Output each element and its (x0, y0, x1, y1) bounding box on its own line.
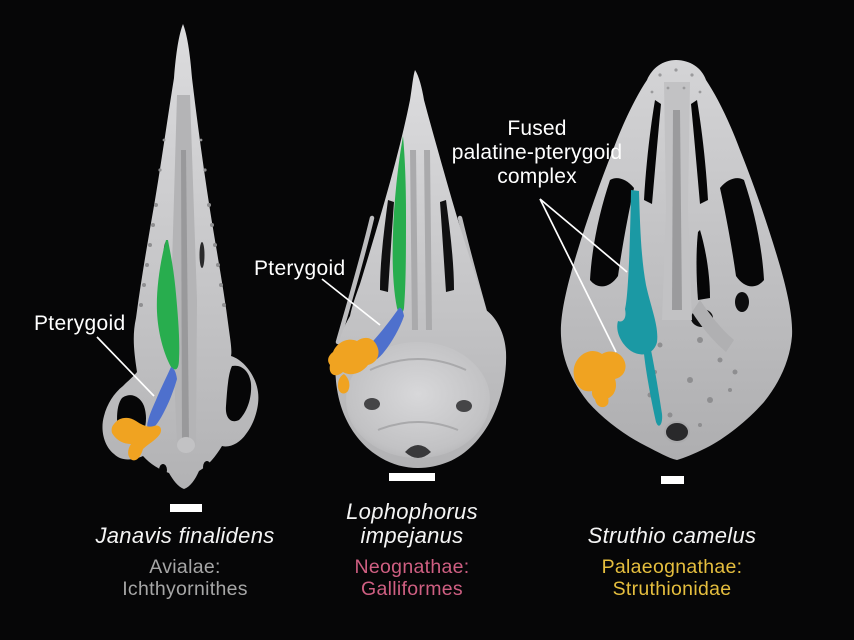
clade-label-struthio: Palaeognathae: Struthionidae (552, 556, 792, 600)
fused-complex-label-line1: Fused (507, 117, 567, 140)
struthio-vacuity-midright (696, 230, 710, 300)
skull-struthio (560, 60, 793, 460)
fused-complex-label-line2: palatine-pterygoid (451, 141, 623, 164)
species-name-janavis: Janavis finalidens (70, 498, 300, 548)
species-name-struthio: Struthio camelus (552, 498, 792, 548)
janavis-vacuity-right (225, 365, 252, 422)
scale-bar-struthio (661, 476, 684, 484)
janavis-condyle (177, 437, 195, 453)
species-name-line: Struthio camelus (587, 523, 757, 548)
struthio-slit-right (691, 100, 708, 204)
struthio-foramen-rim (664, 421, 690, 443)
clade-line: Ichthyornithes (122, 577, 248, 600)
struthio-rostrum-shadow (672, 110, 682, 310)
lophophorus-orbit-dark (456, 400, 472, 412)
lophophorus-orbit-dark (364, 398, 380, 410)
lophophorus-texture-arc (377, 421, 459, 431)
lophophorus-jugal-left (335, 215, 375, 345)
lophophorus-midline-rods (410, 150, 432, 330)
fused-complex-highlight-struthio (617, 190, 663, 426)
pterygoid-label-janavis: Pterygoid (34, 312, 126, 335)
janavis-midline-shadow (181, 150, 189, 440)
clade-line: Neognathae: (354, 556, 470, 578)
janavis-slit (199, 242, 205, 268)
clade-line: Galliformes (361, 577, 463, 600)
species-name-line: Janavis finalidens (95, 523, 275, 548)
struthio-vacuity-spot (735, 292, 749, 312)
leader-line-struthio-lower (539, 198, 617, 353)
quadrate-highlight-struthio (573, 350, 626, 408)
clade-line: Palaeognathae: (601, 556, 743, 578)
janavis-notch (159, 464, 167, 476)
species-name-line: Lophophorus (346, 499, 478, 524)
caption-lophophorus: Lophophorus impejanus Neognathae: Gallif… (297, 498, 527, 600)
struthio-foramen (665, 422, 689, 442)
clade-line: Avialae: (149, 556, 221, 578)
lophophorus-texture-arc (369, 358, 467, 371)
lophophorus-gap-right (440, 200, 454, 292)
fused-complex-label-line3: complex (497, 165, 577, 188)
lophophorus-gap-left (380, 200, 394, 292)
struthio-vacuity-right (720, 178, 764, 287)
species-name-line: impejanus (360, 523, 464, 548)
annotation-lines (96, 198, 628, 397)
leader-line-struthio-upper (539, 198, 628, 273)
leader-line-janavis-pterygoid (96, 336, 155, 397)
clade-label-janavis: Avialae: Ichthyornithes (70, 556, 300, 600)
struthio-vacuity-left (590, 178, 634, 287)
lophophorus-condyle-notch (405, 445, 431, 458)
fused-complex-label: Fused palatine-pterygoid complex (447, 117, 627, 189)
caption-janavis: Janavis finalidens Avialae: Ichthyornith… (70, 498, 300, 600)
species-name-lophophorus: Lophophorus impejanus (297, 498, 527, 548)
struthio-slit-left (644, 100, 661, 204)
scale-bar-janavis (170, 504, 202, 512)
struthio-bill-pits (650, 68, 702, 94)
janavis-notch (203, 461, 211, 473)
quadrate-highlight-lophophorus (328, 337, 379, 394)
palatine-highlight-janavis (156, 240, 180, 370)
leader-line-lophophorus-pterygoid (321, 278, 381, 326)
skull-janavis (102, 24, 259, 489)
scale-bar-lophophorus (389, 473, 435, 481)
skull-lophophorus (328, 70, 507, 468)
pterygoid-label-lophophorus: Pterygoid (254, 257, 346, 280)
quadrate-highlight-janavis (111, 417, 162, 461)
janavis-pits (139, 138, 226, 307)
palatine-highlight-lophophorus (392, 136, 406, 313)
struthio-right-pterygoid-gray (692, 300, 734, 352)
clade-line: Struthionidae (612, 577, 732, 600)
pterygoid-highlight-janavis (147, 367, 177, 430)
clade-label-lophophorus: Neognathae: Galliformes (297, 556, 527, 600)
caption-struthio: Struthio camelus Palaeognathae: Struthio… (552, 498, 792, 600)
